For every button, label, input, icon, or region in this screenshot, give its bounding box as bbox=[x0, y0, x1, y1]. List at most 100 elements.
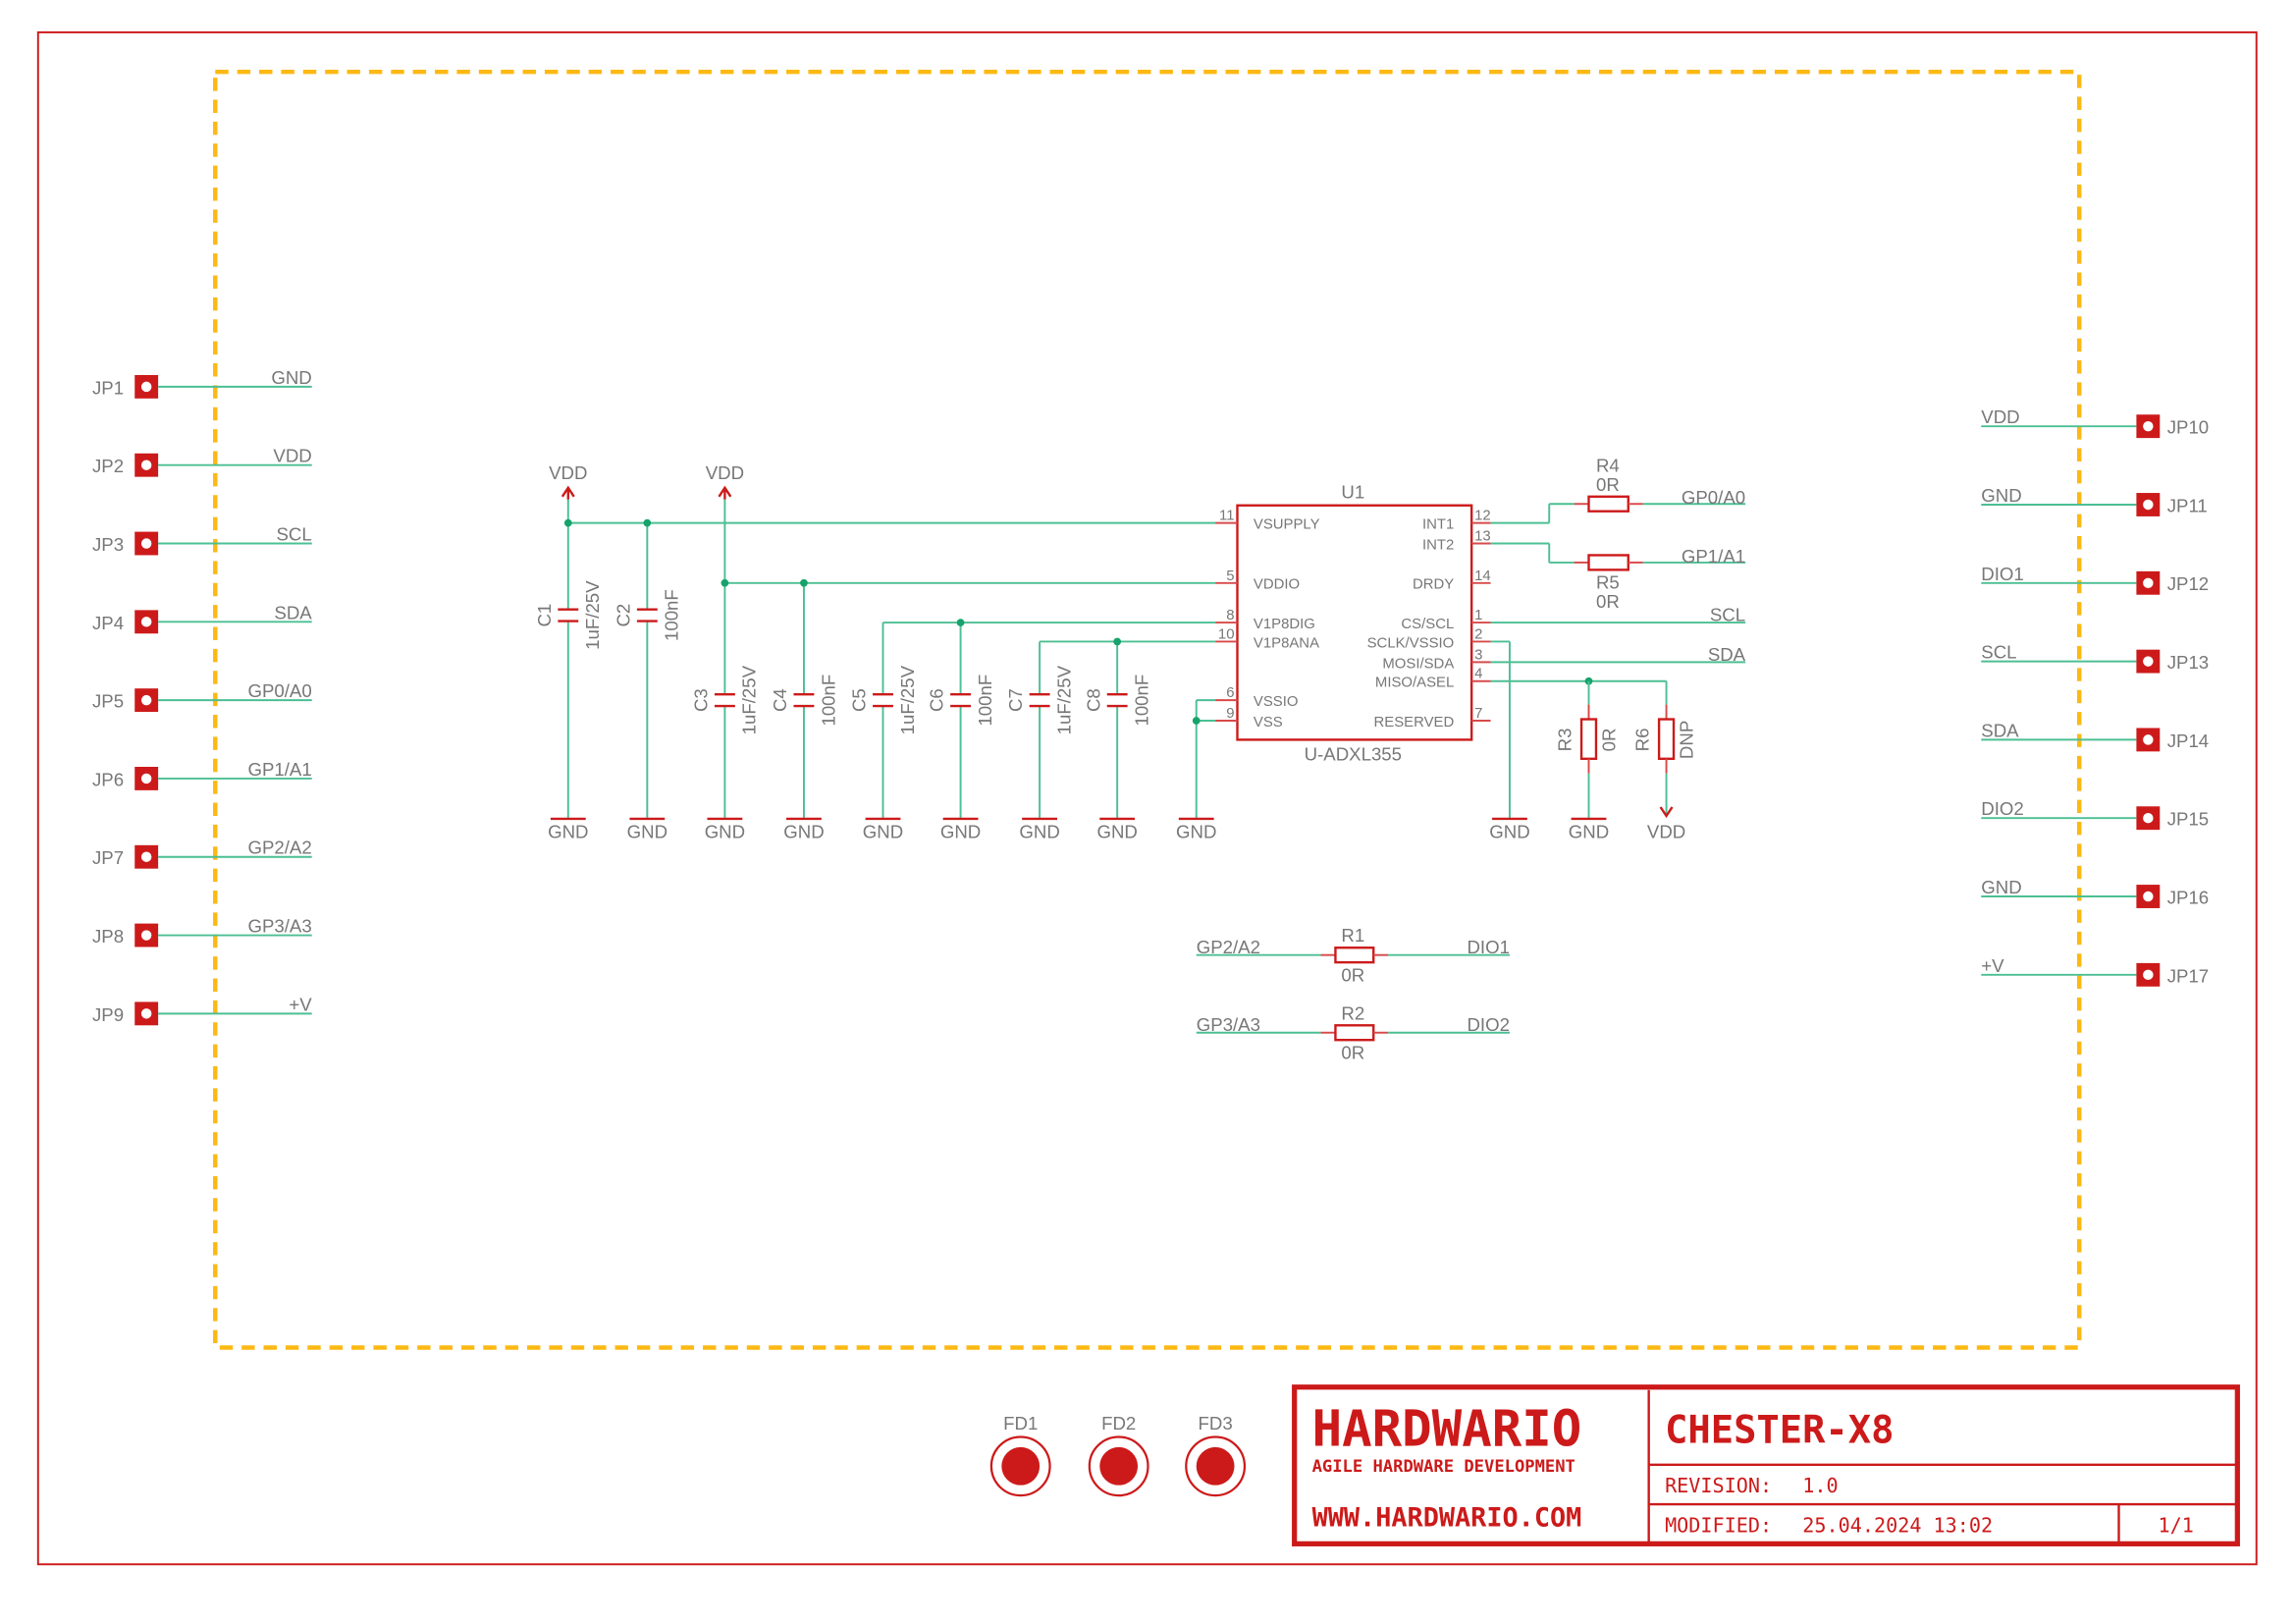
net-label: SDA bbox=[1708, 644, 1746, 665]
connector-pad-hole bbox=[2143, 812, 2154, 824]
gnd-label: GND bbox=[1096, 821, 1137, 841]
connector-pad-hole bbox=[140, 851, 152, 862]
capacitor-ref: C8 bbox=[1083, 688, 1103, 712]
connector-net-label: GP0/A0 bbox=[247, 680, 311, 701]
pin-name: SCLK/VSSIO bbox=[1367, 635, 1455, 651]
resistor-value: 0R bbox=[1341, 965, 1364, 986]
gnd-label: GND bbox=[863, 821, 903, 841]
junction-dot bbox=[956, 619, 965, 626]
pin-number: 14 bbox=[1474, 568, 1491, 584]
net-label: SCL bbox=[1710, 605, 1745, 625]
drawing-title: CHESTER-X8 bbox=[1665, 1408, 1894, 1452]
connector-pad-hole bbox=[2143, 420, 2154, 432]
connector-net-label: SCL bbox=[1981, 642, 2016, 663]
resistor-value: 0R bbox=[1598, 728, 1619, 751]
connector-net-label: GND bbox=[1981, 485, 2021, 506]
connector-pad-hole bbox=[140, 694, 152, 706]
resistor-ref: R4 bbox=[1596, 455, 1620, 475]
connector-net-label: GP3/A3 bbox=[247, 916, 311, 937]
capacitor-value: 1uF/25V bbox=[1053, 665, 1074, 734]
gnd-label: GND bbox=[1176, 821, 1216, 841]
gnd-label: GND bbox=[705, 821, 745, 841]
connector-net-label: GND bbox=[1981, 877, 2021, 897]
company-tagline: AGILE HARDWARE DEVELOPMENT bbox=[1312, 1457, 1575, 1477]
resistor-r4 bbox=[1587, 495, 1629, 513]
capacitor-ref: C3 bbox=[690, 688, 711, 712]
connector-id: JP15 bbox=[2167, 809, 2209, 830]
pin-name: VDDIO bbox=[1254, 577, 1300, 593]
connector-pad-hole bbox=[2143, 969, 2154, 981]
pin-name: CS/SCL bbox=[1401, 617, 1454, 632]
connector-id: JP10 bbox=[2167, 417, 2209, 438]
connector-net-label: VDD bbox=[1981, 406, 2019, 427]
junction-dot bbox=[563, 518, 572, 527]
net-label: DIO2 bbox=[1467, 1014, 1509, 1035]
pin-name: INT1 bbox=[1422, 517, 1454, 533]
revision-label: REVISION: bbox=[1665, 1474, 1772, 1497]
gnd-label: GND bbox=[1019, 821, 1059, 841]
capacitor-ref: C4 bbox=[770, 688, 790, 712]
connector-net-label: +V bbox=[289, 994, 312, 1014]
connector-pad-hole bbox=[140, 1008, 152, 1019]
board-outline bbox=[213, 69, 2082, 1350]
modified-label: MODIFIED: bbox=[1665, 1513, 1772, 1537]
gnd-label: GND bbox=[627, 821, 667, 841]
pin-name: V1P8DIG bbox=[1254, 617, 1315, 632]
connector-net-label: DIO2 bbox=[1981, 798, 2023, 819]
capacitor-value: 100nF bbox=[975, 675, 995, 727]
net-label: GP0/A0 bbox=[1682, 487, 1745, 508]
capacitor-value: 1uF/25V bbox=[897, 665, 918, 734]
resistor-ref: R5 bbox=[1596, 572, 1620, 593]
pin-name: VSS bbox=[1254, 715, 1283, 730]
pin-name: MOSI/SDA bbox=[1382, 656, 1454, 672]
gnd-label: GND bbox=[548, 821, 588, 841]
resistor-r1 bbox=[1334, 947, 1375, 964]
connector-id: JP12 bbox=[2167, 573, 2209, 594]
fiducial-pad bbox=[1001, 1446, 1041, 1486]
capacitor-ref: C1 bbox=[534, 604, 555, 627]
connector-id: JP14 bbox=[2167, 730, 2209, 751]
capacitor-ref: C5 bbox=[849, 688, 870, 712]
connector-pad-hole bbox=[2143, 499, 2154, 511]
pin-number: 6 bbox=[1226, 685, 1234, 701]
pin-number: 7 bbox=[1474, 706, 1482, 722]
pin-number: 12 bbox=[1474, 509, 1491, 524]
resistor-ref: R6 bbox=[1632, 728, 1653, 751]
connector-pad-hole bbox=[140, 617, 152, 627]
vdd-arrow-icon bbox=[1659, 806, 1674, 819]
net-label: GP3/A3 bbox=[1197, 1014, 1260, 1035]
resistor-ref: R3 bbox=[1555, 728, 1575, 751]
connector-net-label: +V bbox=[1981, 955, 2004, 976]
pin-number: 4 bbox=[1474, 667, 1482, 682]
connector-id: JP1 bbox=[92, 377, 124, 398]
company-website: WWW.HARDWARIO.COM bbox=[1312, 1502, 1582, 1533]
fiducial-label: FD3 bbox=[1199, 1413, 1233, 1434]
connector-id: JP16 bbox=[2167, 887, 2209, 907]
gnd-label: GND bbox=[783, 821, 824, 841]
connector-pad-hole bbox=[2143, 891, 2154, 902]
pin-number: 2 bbox=[1474, 626, 1482, 642]
connector-id: JP11 bbox=[2167, 495, 2208, 515]
resistor-value: 0R bbox=[1341, 1043, 1364, 1063]
resistor-r2 bbox=[1334, 1024, 1375, 1042]
fiducial-pad bbox=[1099, 1446, 1139, 1486]
capacitor-value: 100nF bbox=[818, 675, 838, 727]
pin-name: VSSIO bbox=[1254, 694, 1299, 710]
pin-number: 1 bbox=[1474, 608, 1482, 623]
junction-dot bbox=[800, 578, 808, 587]
resistor-value: DNP bbox=[1676, 721, 1696, 759]
connector-id: JP6 bbox=[92, 769, 124, 789]
junction-dot bbox=[721, 578, 729, 587]
resistor-r3 bbox=[1579, 718, 1598, 760]
pin-name: VSUPPLY bbox=[1254, 517, 1320, 533]
vdd-label: VDD bbox=[706, 462, 744, 483]
resistor-ref: R2 bbox=[1341, 1002, 1364, 1023]
pin-name: DRDY bbox=[1413, 577, 1454, 593]
resistor-ref: R1 bbox=[1341, 925, 1364, 946]
connector-net-label: DIO1 bbox=[1981, 564, 2023, 584]
net-label: DIO1 bbox=[1467, 937, 1509, 957]
sheet-number: 1/1 bbox=[2159, 1513, 2194, 1537]
pin-number: 3 bbox=[1474, 647, 1482, 663]
vdd-label: VDD bbox=[1647, 821, 1685, 841]
connector-id: JP17 bbox=[2167, 965, 2209, 986]
